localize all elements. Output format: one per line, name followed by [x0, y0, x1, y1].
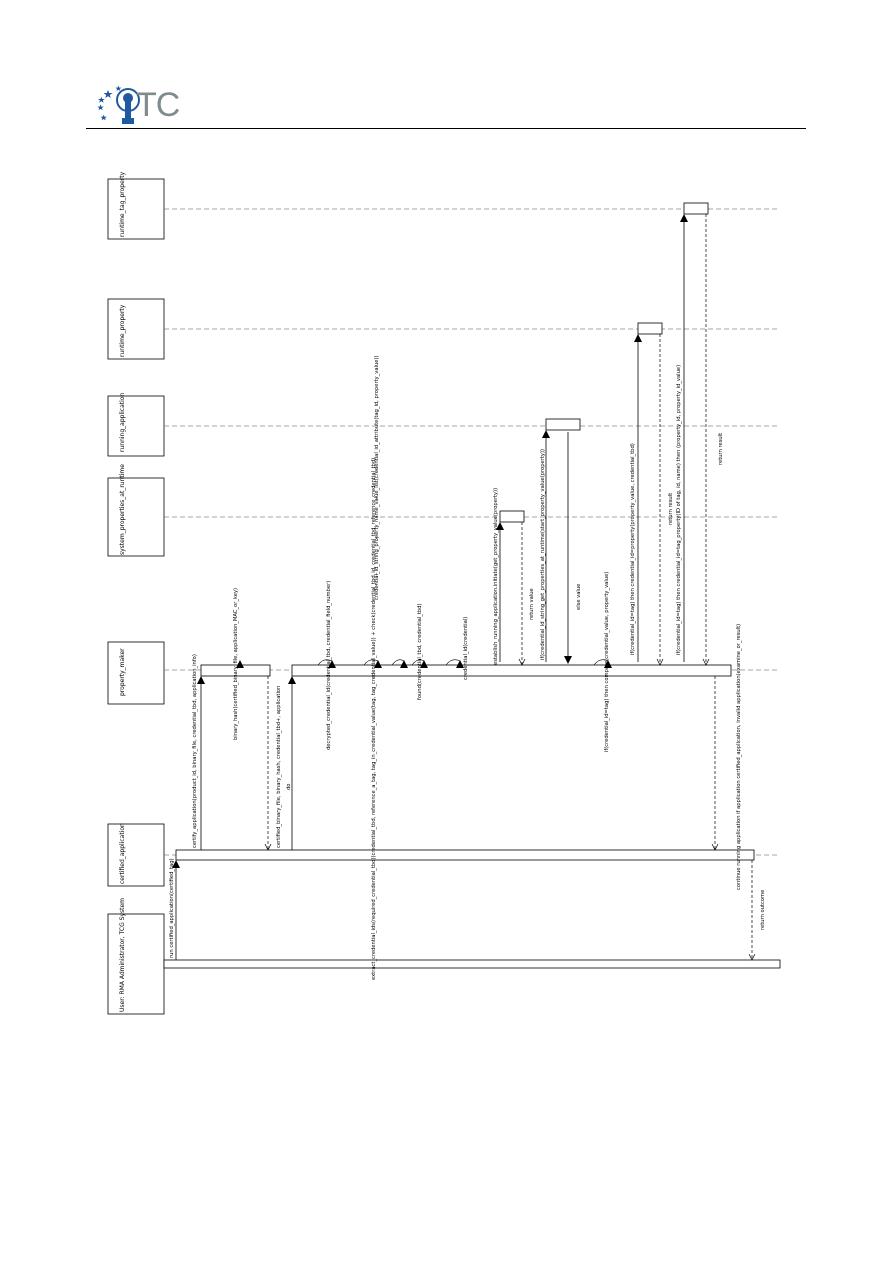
participant-property-maker-label: property_maker	[119, 648, 126, 696]
self-call-loops	[317, 659, 609, 666]
msg-binary-hash: binary_hash(certified_binary_file, appli…	[233, 588, 239, 740]
header-divider	[86, 128, 806, 129]
msg-return-result-2: return result	[718, 433, 724, 465]
msg-credential-id: credential_id(credential)	[463, 617, 469, 680]
activation-runtime-property	[637, 322, 663, 335]
activation-certified-application	[175, 849, 755, 861]
msg-run-certified: run certified_application(certified_tag)	[169, 858, 175, 958]
msg-return-value: return value	[529, 588, 535, 620]
msg-establish-running: establish_running_application.initiate(g…	[493, 488, 499, 665]
msg-return-result-1: return result	[668, 493, 674, 525]
lifelines	[164, 208, 780, 856]
activation-property-maker-1	[200, 664, 271, 677]
participant-runtime-tag-property-label: runtime_tag_property	[119, 171, 126, 237]
msg-extract-credential: extract_credential_ids(required_credenti…	[371, 458, 377, 980]
msg-decrypted-credential: decrypted_credential_id(credential_tbd, …	[326, 581, 332, 750]
msg-start-property: if(credential_id_string_get_properties_a…	[540, 449, 546, 660]
message-arrows	[175, 216, 685, 960]
participant-system-properties: system_properties_at_runtime	[107, 464, 165, 557]
participant-user-label: User: RMA Administrator, TCG System	[119, 898, 126, 1012]
activation-runtime-tag-property	[683, 202, 709, 215]
msg-return-outcome: return outcome	[760, 890, 766, 930]
activation-running-application	[545, 418, 581, 431]
participant-boxes: User: RMA Administrator, TCG System cert…	[107, 171, 165, 1015]
msg-else-value: else value	[576, 584, 582, 610]
msg-credential-string: credential_id_string_property_name_value…	[374, 356, 380, 601]
return-arrows	[267, 214, 753, 960]
msg-do: do	[286, 784, 292, 790]
participant-system-properties-label: system_properties_at_runtime	[119, 464, 126, 555]
activation-system-properties	[499, 510, 525, 523]
activation-property-maker-2	[291, 664, 732, 677]
message-labels: run certified_application(certified_tag)…	[169, 356, 766, 981]
msg-found: found(credential_tbd, credential_tbd)	[417, 603, 423, 700]
logo-icon	[96, 84, 146, 128]
page-header: TC	[0, 0, 893, 135]
participant-property-maker: property_maker	[107, 641, 165, 705]
msg-certify-application: certify_application(product_id, binary_f…	[192, 654, 198, 848]
msg-runtime-tag: if(credential_id=tag) then credential_id…	[676, 365, 682, 655]
msg-certified-binary: certified_binary_file, binary_hash, cred…	[276, 686, 282, 848]
open-arrowheads	[264, 658, 756, 961]
activation-user	[163, 959, 781, 969]
msg-compare: if(credential_id=tag) then compare(crede…	[604, 572, 610, 752]
msg-continue-running: continue running application if applicat…	[736, 624, 742, 890]
arrowheads	[172, 214, 688, 868]
participant-user: User: RMA Administrator, TCG System	[107, 898, 165, 1015]
participant-running-application-label: running_application	[119, 393, 126, 452]
participant-running-application: running_application	[107, 393, 165, 457]
participant-certified-application-label: certified_application	[119, 823, 126, 884]
msg-runtime-property: if(credential_id=tag) then credential_id…	[630, 443, 636, 655]
participant-runtime-property-label: runtime_property	[119, 304, 126, 357]
logo-text: TC	[136, 86, 180, 124]
participant-runtime-tag-property: runtime_tag_property	[107, 171, 165, 240]
participant-certified-application: certified_application	[107, 823, 165, 887]
activations	[163, 202, 781, 969]
participant-runtime-property: runtime_property	[107, 298, 165, 360]
